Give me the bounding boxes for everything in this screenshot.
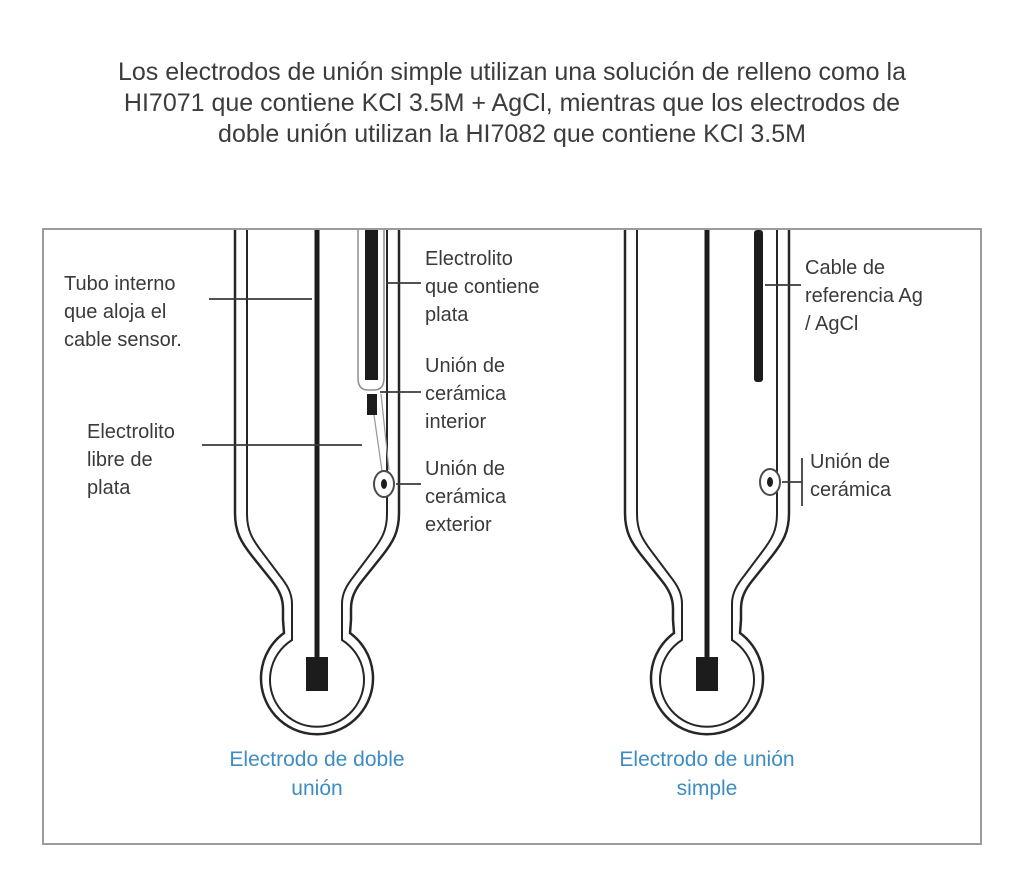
caption-single-junction: Electrodo de unión simple — [619, 748, 795, 800]
label-reference-cable: Cable de referencia Ag / AgCl — [805, 257, 923, 335]
label-ceramic-junction: Unión de cerámica — [810, 451, 892, 501]
inner-glass-wall — [636, 230, 778, 728]
reference-cable — [754, 230, 763, 382]
outer-ceramic-junction-core — [381, 479, 387, 489]
silver-electrolyte-column — [365, 230, 378, 380]
inner-ceramic-junction — [367, 394, 377, 415]
inner-glass-wall — [246, 230, 388, 728]
single-junction-electrode-drawing — [623, 230, 791, 736]
ceramic-junction-core — [767, 477, 773, 487]
page-title: Los electrodos de unión simple utilizan … — [118, 58, 906, 148]
sensor-element — [306, 657, 328, 691]
inner-reference-tube-outline — [357, 230, 385, 391]
label-silver-free-electrolyte: Electrolito libre de plata — [87, 421, 175, 499]
diagram-box: Tubo interno que aloja el cable sensor. … — [42, 228, 982, 845]
label-silver-electrolyte: Electrolito que contiene plata — [425, 248, 540, 326]
double-junction-electrode-drawing — [233, 230, 401, 736]
leader-lines — [202, 282, 803, 506]
electrodes-drawing — [202, 230, 803, 736]
sensor-element — [696, 657, 718, 691]
caption-double-junction: Electrodo de doble unión — [229, 748, 405, 800]
label-outer-ceramic-junction: Unión de cerámica exterior — [425, 458, 507, 536]
label-inner-ceramic-junction: Unión de cerámica interior — [425, 355, 507, 433]
label-inner-tube: Tubo interno que aloja el cable sensor. — [64, 273, 182, 351]
